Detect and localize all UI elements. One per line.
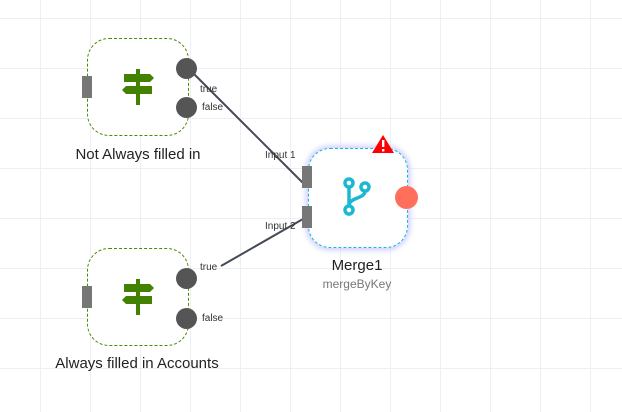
warning-icon[interactable] — [371, 134, 395, 154]
output-true-label: true — [200, 84, 218, 95]
input-handle[interactable] — [82, 286, 92, 308]
output-true-handle[interactable] — [176, 58, 197, 79]
output-true-handle[interactable] — [176, 268, 197, 289]
merge-node[interactable] — [308, 148, 408, 248]
if-node-not-always-filled[interactable] — [87, 38, 189, 136]
input2-label: Input 2 — [265, 221, 296, 232]
node-title: Not Always filled in — [75, 146, 201, 163]
output-true-label: true — [200, 262, 218, 273]
input-handle[interactable] — [82, 76, 92, 98]
input1-handle[interactable] — [302, 166, 312, 188]
node-title: Merge1 — [331, 257, 383, 274]
node-subtitle: mergeByKey — [322, 277, 392, 291]
output-false-handle[interactable] — [176, 97, 197, 118]
merge-icon — [343, 177, 371, 216]
output-false-label: false — [202, 102, 224, 113]
output-handle[interactable] — [395, 186, 418, 209]
output-false-handle[interactable] — [176, 308, 197, 329]
output-false-label: false — [202, 313, 224, 324]
connection-true-to-input1[interactable] — [193, 73, 307, 187]
input2-handle[interactable] — [302, 206, 312, 228]
node-title: Always filled in Accounts — [55, 355, 219, 372]
signpost-icon — [122, 69, 154, 105]
signpost-icon — [122, 279, 154, 315]
if-node-always-filled-accounts[interactable] — [87, 248, 189, 346]
input1-label: Input 1 — [265, 150, 296, 161]
connection-true-to-input2[interactable] — [220, 218, 304, 267]
